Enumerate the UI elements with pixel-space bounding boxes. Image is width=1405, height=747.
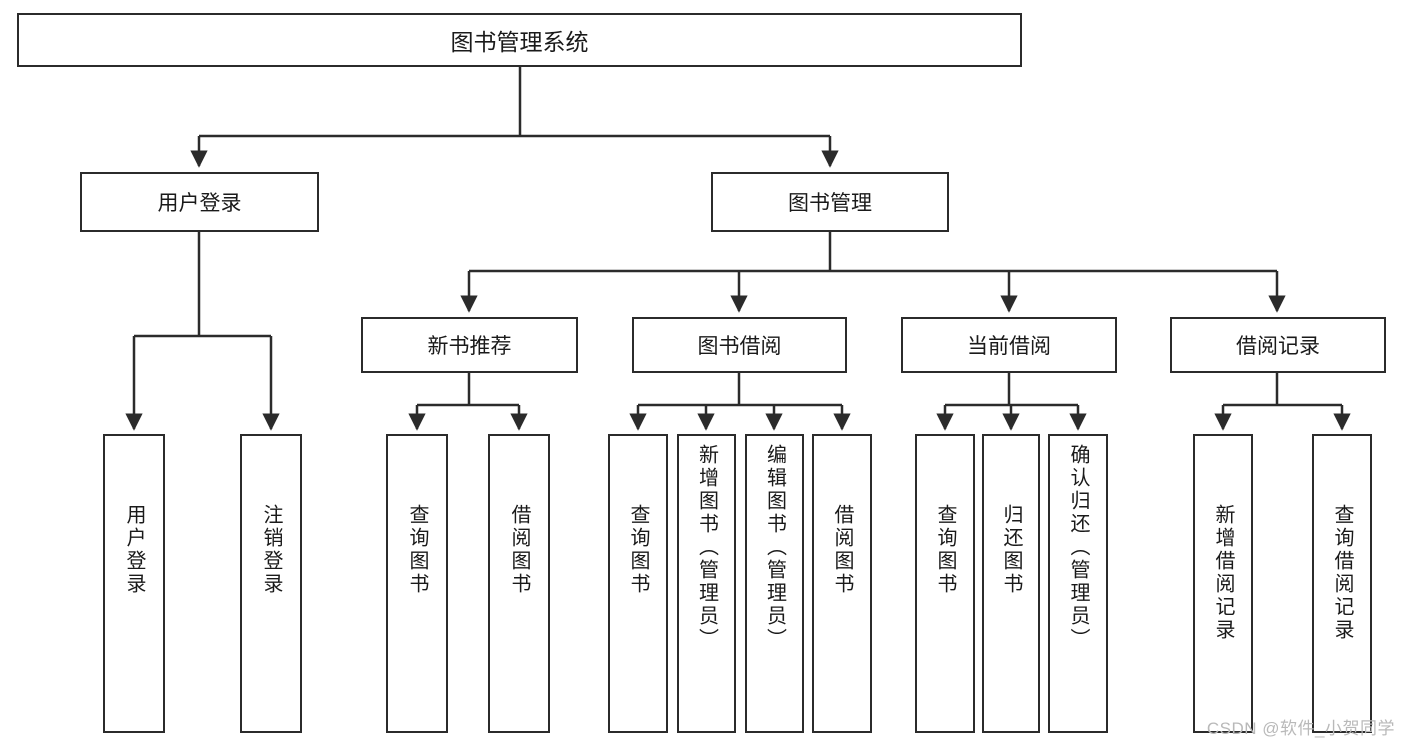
node-new-book-recommend-label: 新书推荐 [427,335,512,358]
node-book-management-label: 图书管理 [788,192,872,215]
node-leaf-add-borrow-record[interactable]: 新增借阅记录 [1193,434,1253,733]
node-book-management[interactable]: 图书管理 [711,172,949,232]
node-leaf-query-book-recommend-label: 查询图书 [406,504,428,596]
node-leaf-borrow-book-recommend-label: 借阅图书 [508,504,530,596]
node-leaf-borrow-book-recommend[interactable]: 借阅图书 [488,434,550,733]
node-user-login[interactable]: 用户登录 [80,172,319,232]
node-leaf-borrow-book-label: 借阅图书 [831,504,853,596]
node-leaf-query-book-current[interactable]: 查询图书 [915,434,975,733]
node-leaf-add-borrow-record-label: 新增借阅记录 [1212,504,1234,642]
node-leaf-user-login[interactable]: 用户登录 [103,434,165,733]
csdn-watermark: CSDN @软件_小贺同学 [1206,719,1395,738]
node-leaf-query-borrow-record-label: 查询借阅记录 [1331,504,1353,642]
node-new-book-recommend[interactable]: 新书推荐 [361,317,578,373]
node-leaf-query-book-current-label: 查询图书 [934,504,956,596]
node-current-borrow-label: 当前借阅 [967,335,1051,358]
node-leaf-confirm-return-admin-label: 确认归还（管理员） [1067,444,1089,651]
node-user-login-label: 用户登录 [157,192,242,215]
node-leaf-user-login-label: 用户登录 [123,504,145,596]
node-leaf-logout[interactable]: 注销登录 [240,434,302,733]
node-leaf-edit-book-admin-label: 编辑图书（管理员） [763,444,786,651]
node-leaf-add-book-admin-label: 新增图书（管理员） [695,444,718,651]
node-root[interactable]: 图书管理系统 [17,13,1022,67]
node-root-label: 图书管理系统 [450,29,589,55]
node-leaf-borrow-book[interactable]: 借阅图书 [812,434,872,733]
node-book-borrow[interactable]: 图书借阅 [632,317,847,373]
node-leaf-query-book-borrow-label: 查询图书 [627,504,649,596]
node-borrow-record-label: 借阅记录 [1236,335,1320,358]
node-leaf-query-borrow-record[interactable]: 查询借阅记录 [1312,434,1372,733]
node-borrow-record[interactable]: 借阅记录 [1170,317,1386,373]
node-leaf-query-book-borrow[interactable]: 查询图书 [608,434,668,733]
node-book-borrow-label: 图书借阅 [697,335,782,358]
node-leaf-query-book-recommend[interactable]: 查询图书 [386,434,448,733]
node-leaf-confirm-return-admin[interactable]: 确认归还（管理员） [1048,434,1108,733]
node-current-borrow[interactable]: 当前借阅 [901,317,1117,373]
node-leaf-return-book-label: 归还图书 [1000,504,1022,596]
node-leaf-edit-book-admin[interactable]: 编辑图书（管理员） [745,434,804,733]
node-leaf-return-book[interactable]: 归还图书 [982,434,1040,733]
node-leaf-add-book-admin[interactable]: 新增图书（管理员） [677,434,736,733]
node-leaf-logout-label: 注销登录 [260,504,282,596]
